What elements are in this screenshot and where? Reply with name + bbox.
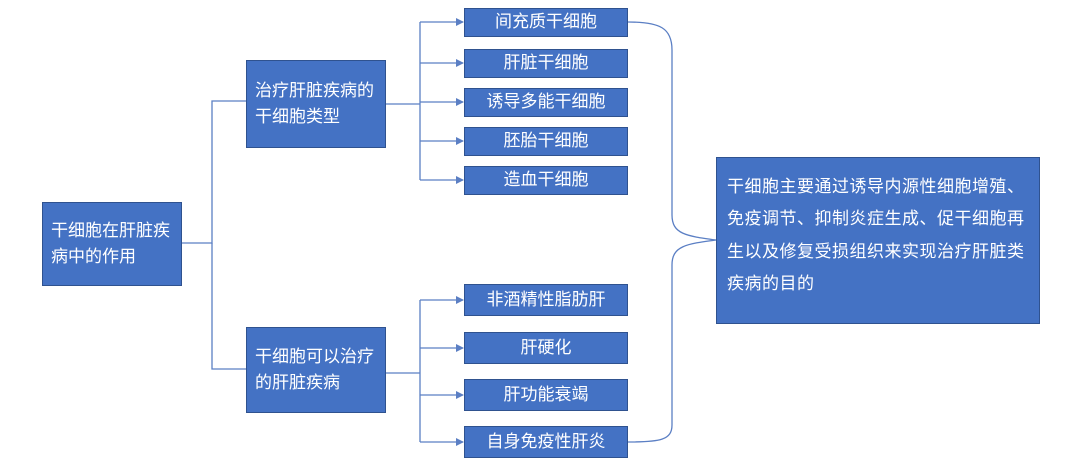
leaf-cirrhosis: 肝硬化 [464, 332, 628, 364]
leaf-label: 自身免疫性肝炎 [486, 431, 606, 452]
leaf-embryonic-stem-cell: 胚胎干细胞 [464, 127, 628, 156]
leaf-label: 间充质干细胞 [495, 12, 597, 33]
leaf-mesenchymal-stem-cell: 间充质干细胞 [464, 8, 628, 37]
branch-treatable-diseases: 干细胞可以治疗的肝脏疾病 [246, 327, 386, 413]
leaf-autoimmune-hepatitis: 自身免疫性肝炎 [464, 426, 628, 458]
brace-to-conclusion [627, 21, 717, 443]
conclusion-box: 干细胞主要通过诱导内源性细胞增殖、免疫调节、抑制炎症生成、促干细胞再生以及修复受… [716, 157, 1040, 324]
leaf-label: 胚胎干细胞 [503, 131, 589, 152]
leaf-nafld: 非酒精性脂肪肝 [464, 284, 628, 316]
branch-label: 干细胞可以治疗的肝脏疾病 [255, 346, 374, 393]
connector-branch1-trunk [386, 22, 421, 180]
root-node: 干细胞在肝脏疾病中的作用 [42, 202, 182, 286]
connector-root-branch-1 [182, 100, 246, 244]
branch-label: 治疗肝脏疾病的干细胞类型 [255, 80, 374, 127]
connector-root-branch-2 [211, 243, 246, 370]
connector-branch2-trunk [386, 300, 421, 442]
leaf-label: 造血干细胞 [503, 170, 589, 191]
leaf-hematopoietic-stem-cell: 造血干细胞 [464, 166, 628, 195]
leaf-label: 诱导多能干细胞 [486, 92, 606, 113]
leaf-label: 非酒精性脂肪肝 [486, 289, 606, 310]
leaf-induced-pluripotent-stem-cell: 诱导多能干细胞 [464, 88, 628, 117]
leaf-label: 肝硬化 [520, 337, 572, 358]
leaf-liver-failure: 肝功能衰竭 [464, 379, 628, 411]
leaf-label: 肝脏干细胞 [503, 53, 589, 74]
leaf-hepatic-stem-cell: 肝脏干细胞 [464, 49, 628, 78]
branch-stem-cell-types: 治疗肝脏疾病的干细胞类型 [246, 60, 386, 148]
leaf-label: 肝功能衰竭 [503, 384, 589, 405]
root-label: 干细胞在肝脏疾病中的作用 [51, 220, 170, 267]
conclusion-text: 干细胞主要通过诱导内源性细胞增殖、免疫调节、抑制炎症生成、促干细胞再生以及修复受… [727, 177, 1025, 294]
